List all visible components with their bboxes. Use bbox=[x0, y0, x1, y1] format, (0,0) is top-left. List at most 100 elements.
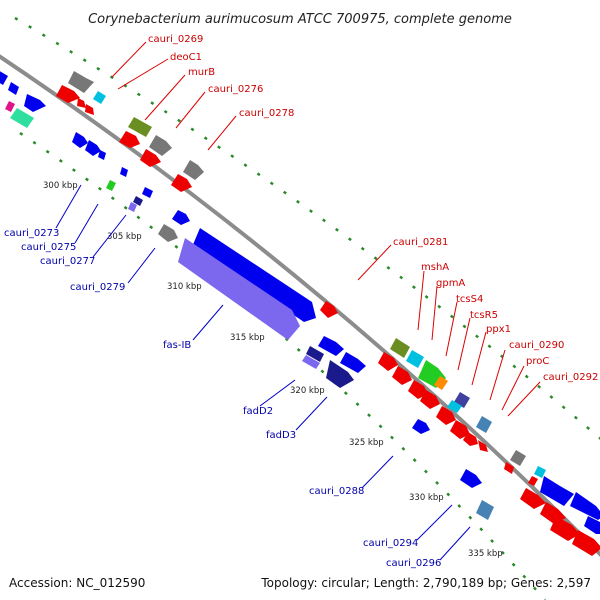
gene-blue[interactable] bbox=[460, 469, 482, 488]
label-cauri_0294[interactable]: cauri_0294 bbox=[363, 538, 418, 549]
gene-blue[interactable] bbox=[584, 516, 600, 534]
gene-red[interactable] bbox=[478, 440, 488, 452]
kbp-ticks: 300 kbp 305 kbp 310 kbp 315 kbp 320 kbp … bbox=[43, 181, 503, 559]
genome-summary: Topology: circular; Length: 2,790,189 bp… bbox=[260, 576, 591, 590]
gene-red[interactable] bbox=[436, 406, 456, 425]
gene-olive[interactable] bbox=[390, 338, 410, 358]
gene-steel[interactable] bbox=[476, 500, 494, 520]
gene-lavender[interactable] bbox=[302, 355, 320, 369]
gene-olive[interactable] bbox=[128, 117, 152, 137]
gene-red[interactable] bbox=[56, 85, 80, 103]
label-cauri_0269[interactable]: cauri_0269 bbox=[148, 34, 203, 45]
gene-red[interactable] bbox=[528, 476, 538, 486]
gene-cyan[interactable] bbox=[447, 400, 462, 413]
gene-labels-bottom: cauri_0273 cauri_0275 cauri_0277 cauri_0… bbox=[4, 228, 441, 569]
gene-blue[interactable] bbox=[340, 352, 366, 373]
gene-gray[interactable] bbox=[183, 160, 204, 180]
gene-blue[interactable] bbox=[8, 82, 19, 95]
label-deoC1[interactable]: deoC1 bbox=[170, 52, 202, 63]
label-proC[interactable]: proC bbox=[526, 356, 549, 367]
gene-navy[interactable] bbox=[326, 360, 354, 388]
gene-blue[interactable] bbox=[85, 140, 101, 156]
gene-gray[interactable] bbox=[149, 135, 172, 156]
tick-300: 300 kbp bbox=[43, 181, 78, 191]
genome-title: Corynebacterium aurimucosum ATCC 700975,… bbox=[88, 12, 512, 27]
label-cauri_0277[interactable]: cauri_0277 bbox=[40, 256, 95, 267]
tick-315: 315 kbp bbox=[230, 333, 265, 343]
gene-blue[interactable] bbox=[172, 210, 190, 225]
accession-label: Accession: NC_012590 bbox=[9, 576, 145, 590]
gene-red[interactable] bbox=[171, 174, 192, 192]
label-cauri_0296[interactable]: cauri_0296 bbox=[386, 558, 441, 569]
gene-red[interactable] bbox=[520, 488, 546, 509]
gene-lavender[interactable] bbox=[128, 202, 137, 212]
gene-magenta[interactable] bbox=[5, 101, 15, 112]
gene-red[interactable] bbox=[504, 462, 514, 474]
gene-red[interactable] bbox=[320, 301, 338, 318]
gene-gray[interactable] bbox=[510, 450, 526, 466]
gene-labels-top: cauri_0269 deoC1 murB cauri_0276 cauri_0… bbox=[148, 34, 598, 383]
label-fas-IB[interactable]: fas-IB bbox=[163, 340, 191, 351]
label-ppx1[interactable]: ppx1 bbox=[486, 324, 511, 335]
leader-lines bbox=[55, 41, 541, 561]
gene-orange[interactable] bbox=[434, 376, 448, 390]
tick-320: 320 kbp bbox=[290, 386, 325, 396]
gene-red[interactable] bbox=[378, 352, 398, 371]
gene-cyan[interactable] bbox=[406, 350, 424, 368]
guide-rings bbox=[14, 16, 600, 600]
gene-red[interactable] bbox=[408, 380, 428, 399]
gene-blue[interactable] bbox=[98, 150, 106, 160]
gene-features bbox=[0, 70, 600, 556]
gene-red[interactable] bbox=[420, 390, 440, 409]
label-fadD2[interactable]: fadD2 bbox=[243, 406, 273, 417]
gene-red[interactable] bbox=[85, 104, 94, 115]
gene-red[interactable] bbox=[392, 366, 412, 385]
gene-red[interactable] bbox=[140, 149, 161, 167]
tick-325: 325 kbp bbox=[349, 438, 384, 448]
gene-green[interactable] bbox=[106, 180, 116, 191]
tick-310: 310 kbp bbox=[167, 282, 202, 292]
gene-red[interactable] bbox=[450, 420, 470, 439]
gene-blue[interactable] bbox=[72, 132, 88, 148]
gene-steel[interactable] bbox=[476, 416, 492, 433]
gene-navy[interactable] bbox=[306, 346, 324, 362]
gene-blue[interactable] bbox=[412, 419, 430, 434]
label-cauri_0278[interactable]: cauri_0278 bbox=[239, 108, 294, 119]
gene-red[interactable] bbox=[119, 131, 140, 148]
genome-backbone bbox=[0, 54, 600, 557]
label-gpmA[interactable]: gpmA bbox=[436, 278, 465, 289]
label-cauri_0275[interactable]: cauri_0275 bbox=[21, 242, 76, 253]
gene-blue[interactable] bbox=[192, 228, 316, 322]
gene-blue[interactable] bbox=[318, 336, 344, 356]
gene-teal[interactable] bbox=[10, 108, 34, 128]
label-murB[interactable]: murB bbox=[188, 67, 215, 78]
label-cauri_0273[interactable]: cauri_0273 bbox=[4, 228, 59, 239]
label-cauri_0290[interactable]: cauri_0290 bbox=[509, 340, 564, 351]
gene-red[interactable] bbox=[77, 98, 86, 108]
gene-blue[interactable] bbox=[570, 492, 600, 520]
label-cauri_0292[interactable]: cauri_0292 bbox=[543, 372, 598, 383]
label-cauri_0279[interactable]: cauri_0279 bbox=[70, 282, 125, 293]
gene-cyan[interactable] bbox=[93, 91, 106, 104]
label-fadD3[interactable]: fadD3 bbox=[266, 430, 296, 441]
gene-red[interactable] bbox=[572, 530, 600, 556]
gene-lavender[interactable] bbox=[178, 238, 300, 340]
gene-blue[interactable] bbox=[24, 94, 46, 112]
gene-blue[interactable] bbox=[120, 167, 128, 177]
gene-gray[interactable] bbox=[158, 224, 178, 242]
label-tcsS4[interactable]: tcsS4 bbox=[456, 294, 483, 305]
label-tcsR5[interactable]: tcsR5 bbox=[470, 310, 498, 321]
gene-gray[interactable] bbox=[68, 71, 94, 93]
gene-cyan[interactable] bbox=[534, 466, 546, 478]
label-cauri_0288[interactable]: cauri_0288 bbox=[309, 486, 364, 497]
gene-red[interactable] bbox=[550, 516, 580, 541]
gene-blue[interactable] bbox=[540, 476, 574, 506]
gene-red[interactable] bbox=[463, 432, 478, 446]
gene-navy[interactable] bbox=[133, 196, 143, 206]
label-cauri_0281[interactable]: cauri_0281 bbox=[393, 237, 448, 248]
label-cauri_0276[interactable]: cauri_0276 bbox=[208, 84, 263, 95]
gene-blue[interactable] bbox=[142, 187, 153, 198]
label-mshA[interactable]: mshA bbox=[421, 262, 449, 273]
gene-blue[interactable] bbox=[0, 70, 8, 85]
